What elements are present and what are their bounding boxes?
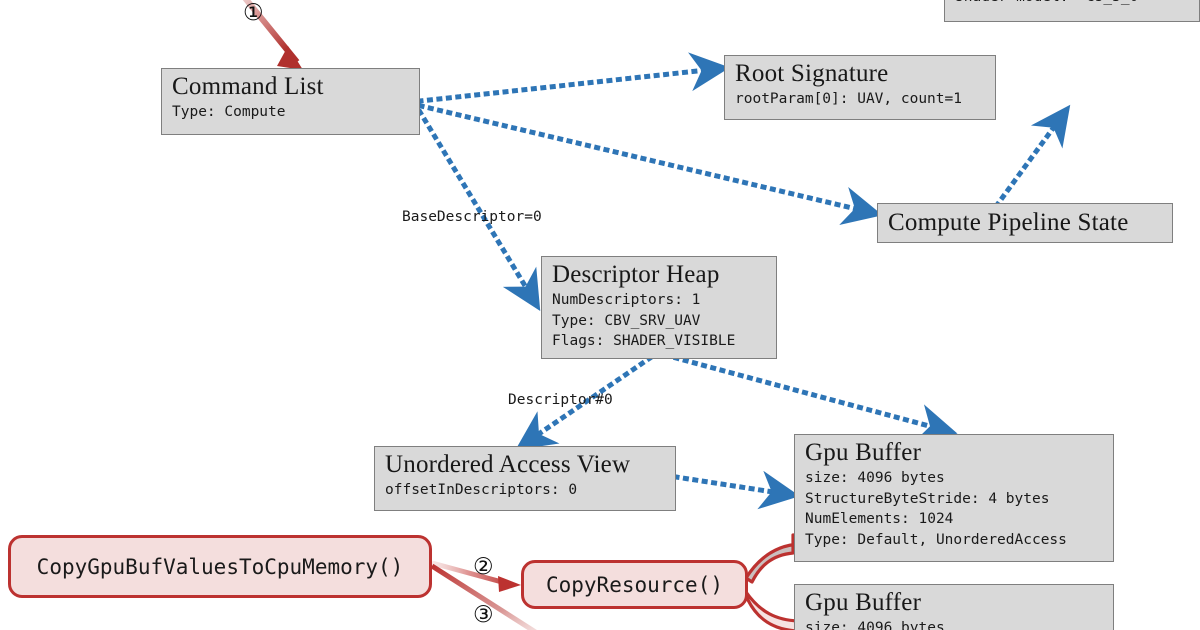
node-descriptor-heap[interactable]: Descriptor Heap NumDescriptors: 1 Type: … bbox=[541, 256, 777, 359]
edge-label-descriptor-index: Descriptor#0 bbox=[508, 392, 613, 408]
connector-descriptor-heap-to-gpu-buffer bbox=[672, 354, 958, 443]
node-root-signature-title: Root Signature bbox=[735, 60, 889, 87]
node-descriptor-heap-line-0: NumDescriptors: 1 bbox=[552, 292, 701, 308]
node-gpu-buffer-default[interactable]: Gpu Buffer size: 4096 bytes StructureByt… bbox=[794, 434, 1114, 562]
node-shader-line-1: shader model: “cs_5_0” bbox=[955, 0, 1189, 7]
node-copy-resource-label: CopyResource() bbox=[545, 572, 723, 597]
step-number-1: ① bbox=[243, 0, 264, 26]
node-gpu-buffer-default-title: Gpu Buffer bbox=[805, 439, 922, 466]
node-descriptor-heap-line-1: Type: CBV_SRV_UAV bbox=[552, 312, 701, 329]
node-descriptor-heap-line-2: Flags: SHADER_VISIBLE bbox=[552, 333, 736, 349]
node-gpu-buffer-readback-line-0: size: 4096 bytes bbox=[805, 620, 945, 630]
edge-label-base-descriptor: BaseDescriptor=0 bbox=[402, 209, 542, 225]
node-gpu-buffer-default-line-2: NumElements: 1024 bbox=[805, 511, 954, 527]
step-number-2: ② bbox=[473, 554, 494, 580]
node-command-list-title: Command List bbox=[172, 73, 324, 100]
connector-command-list-to-descriptor-heap bbox=[416, 108, 541, 311]
node-unordered-access-view[interactable]: Unordered Access View offsetInDescriptor… bbox=[374, 446, 676, 511]
node-unordered-access-view-line-0: offsetInDescriptors: 0 bbox=[385, 482, 578, 498]
node-compute-pipeline-state[interactable]: Compute Pipeline State bbox=[877, 203, 1173, 243]
node-gpu-buffer-readback-title: Gpu Buffer bbox=[805, 589, 922, 616]
node-shader[interactable]: entryPoint: “CSMain” shader model: “cs_5… bbox=[944, 0, 1200, 22]
node-command-list-line-0: Type: Compute bbox=[172, 104, 286, 120]
connector-root-signature-to-pipeline-state bbox=[993, 104, 1071, 209]
node-command-list[interactable]: Command List Type: Compute bbox=[161, 68, 420, 135]
connector-command-list-to-root-signature bbox=[417, 52, 730, 104]
node-copy-gpu-buf-values-to-cpu-memory[interactable]: CopyGpuBufValuesToCpuMemory() bbox=[8, 535, 432, 598]
node-root-signature[interactable]: Root Signature rootParam[0]: UAV, count=… bbox=[724, 55, 996, 120]
node-descriptor-heap-title: Descriptor Heap bbox=[552, 261, 720, 288]
node-gpu-buffer-default-line-0: size: 4096 bytes bbox=[805, 470, 945, 486]
step-number-3: ③ bbox=[473, 602, 494, 628]
node-root-signature-line-0: rootParam[0]: UAV, count=1 bbox=[735, 91, 962, 107]
node-copy-gpu-buf-values-to-cpu-memory-label: CopyGpuBufValuesToCpuMemory() bbox=[36, 554, 404, 579]
node-unordered-access-view-title: Unordered Access View bbox=[385, 451, 631, 478]
node-gpu-buffer-default-line-3: Type: Default, UnorderedAccess bbox=[805, 531, 1067, 548]
node-compute-pipeline-state-title: Compute Pipeline State bbox=[888, 208, 1129, 236]
node-gpu-buffer-default-line-1: StructureByteStride: 4 bytes bbox=[805, 490, 1050, 507]
connector-command-list-to-pipeline-state bbox=[417, 102, 883, 225]
node-gpu-buffer-readback[interactable]: Gpu Buffer size: 4096 bytes bbox=[794, 584, 1114, 630]
connector-uav-to-gpu-buffer bbox=[673, 470, 800, 510]
node-copy-resource[interactable]: CopyResource() bbox=[521, 560, 748, 609]
